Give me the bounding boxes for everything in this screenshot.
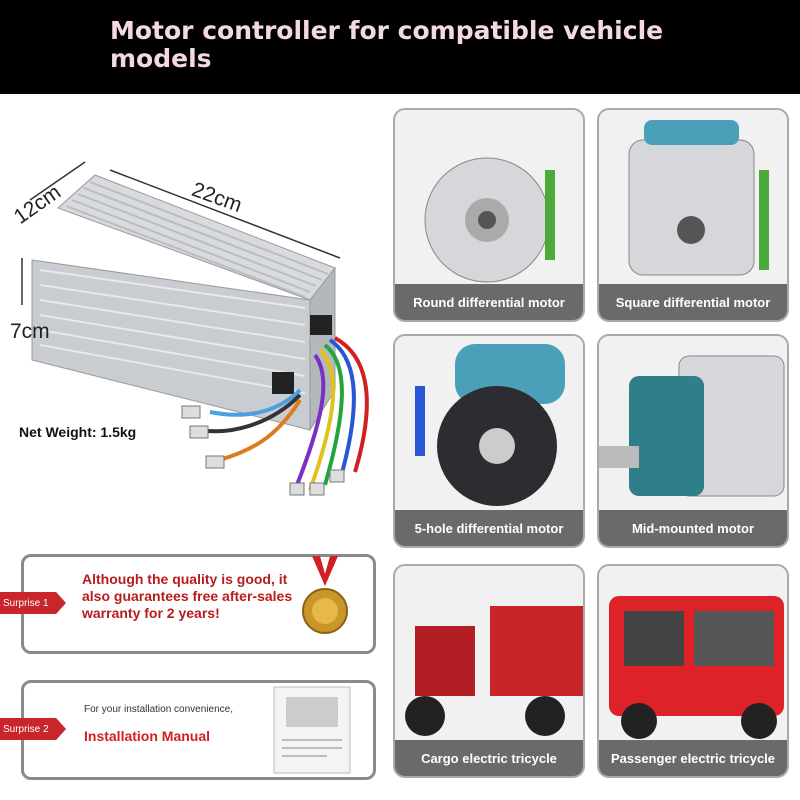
installation-manual-title: Installation Manual xyxy=(84,728,211,744)
medal-icon xyxy=(302,556,348,634)
card-square-differential-motor[interactable]: Square differential motor xyxy=(597,108,789,322)
card-label: Round differential motor xyxy=(395,284,583,320)
surprise-1-tag: Surprise 1 xyxy=(0,592,66,614)
installation-note: For your installation convenience, xyxy=(84,704,233,715)
warranty-text: Although the quality is good, it also gu… xyxy=(82,571,293,621)
card-passenger-electric-tricycle[interactable]: Passenger electric tricycle xyxy=(597,564,789,778)
card-label: Mid-mounted motor xyxy=(599,510,787,546)
height-dimension-label: 7cm xyxy=(10,320,50,343)
card-label: Passenger electric tricycle xyxy=(599,740,787,776)
surprise-2-tag: Surprise 2 xyxy=(0,718,66,740)
card-round-differential-motor[interactable]: Round differential motor xyxy=(393,108,585,322)
net-weight: Net Weight: 1.5kg xyxy=(19,424,137,440)
card-label: 5-hole differential motor xyxy=(395,510,583,546)
card-label: Square differential motor xyxy=(599,284,787,320)
card-5-hole-differential-motor[interactable]: 5-hole differential motor xyxy=(393,334,585,548)
card-label: Cargo electric tricycle xyxy=(395,740,583,776)
page-title: Motor controller for compatible vehicle … xyxy=(110,16,664,73)
card-cargo-electric-tricycle[interactable]: Cargo electric tricycle xyxy=(393,564,585,778)
motor-controller-image xyxy=(10,150,380,520)
manual-booklet-icon xyxy=(273,686,351,774)
page-header: Motor controller for compatible vehicle … xyxy=(0,0,800,94)
card-mid-mounted-motor[interactable]: Mid-mounted motor xyxy=(597,334,789,548)
